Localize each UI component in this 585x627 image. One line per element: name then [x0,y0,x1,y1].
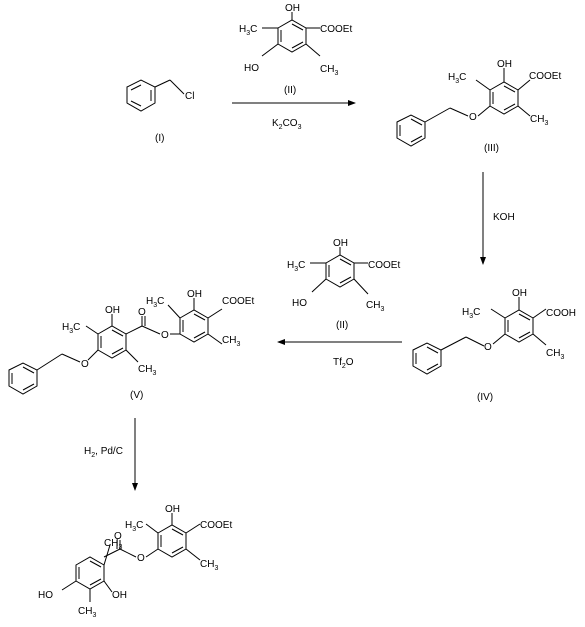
cooet-label: COOEt [368,260,400,271]
oh-bottom-label: OH [112,590,127,601]
ch3-label: CH3 [530,114,548,127]
cooet-label: COOEt [200,520,232,531]
ester-o-label: O [137,553,145,564]
cooh-label: COOH [546,308,576,319]
oh-label: OH [285,3,300,14]
ch3-label: CH3 [546,348,564,361]
compound-III: OH COOEt H3C CH3 O (III) [396,59,561,154]
h3c-label: H3C [448,72,466,85]
compound-I: Cl (I) [126,79,194,144]
carbonyl-o-label: O [114,531,122,542]
h3c-label: H3C [125,520,143,533]
ho-label: HO [38,590,53,601]
oh-right-label: OH [187,289,202,300]
compound-II-mid-label: (II) [336,320,348,331]
ch3-label: CH3 [320,64,338,77]
compound-V: OH OH COOEt H3C CH3 H3C CH3 O O O (V) [8,289,254,401]
cl-label: Cl [185,91,194,102]
h3c-right-label: H3C [146,296,164,309]
h3c-label: H3C [462,307,480,320]
compound-IV-label: (IV) [477,392,493,403]
compound-II-mid: OH COOEt H3C HO CH3 (II) [287,238,400,331]
reagent-step2: KOH [493,212,515,223]
ch3-upper-left-label: CH3 [104,538,122,551]
ester-o-label: O [161,330,169,341]
ch3-right-label: CH3 [200,559,218,572]
cooet-label: COOEt [529,71,561,82]
cooet-label: COOEt [320,24,352,35]
ho-label: HO [244,63,259,74]
compound-I-label: (I) [155,133,164,144]
cooet-label: COOEt [222,296,254,307]
compound-II-top-label: (II) [284,85,296,96]
oh-label: OH [512,288,527,299]
ch3-left-label: CH3 [138,364,156,377]
reagent-step3: Tf2O [333,357,354,370]
ch3-right-label: CH3 [222,335,240,348]
ho-label: HO [292,298,307,309]
oh-top-label: OH [165,504,180,515]
reagent-step4: H2, Pd/C [84,446,123,459]
o-label: O [484,342,492,353]
h3c-label: H3C [239,24,257,37]
o-label: O [469,112,477,123]
ch3-label: CH3 [366,300,384,313]
oh-left-label: OH [105,305,120,316]
ch3-bottom-label: CH3 [78,606,96,619]
compound-II-top: OH COOEt H3C HO CH3 (II) [239,3,352,96]
h3c-left-label: H3C [62,322,80,335]
oh-label: OH [333,238,348,249]
compound-VI: OH COOEt H3C CH3 CH3 OH HO CH3 O O [38,504,232,619]
carbonyl-o-label: O [138,307,146,318]
ether-o-label: O [81,359,89,370]
oh-label: OH [497,59,512,70]
compound-III-label: (III) [484,143,499,154]
reagent-step1: K2CO3 [272,118,302,131]
compound-IV: OH COOH H3C CH3 O (IV) [412,288,576,403]
compound-V-label: (V) [130,390,143,401]
h3c-label: H3C [287,260,305,273]
